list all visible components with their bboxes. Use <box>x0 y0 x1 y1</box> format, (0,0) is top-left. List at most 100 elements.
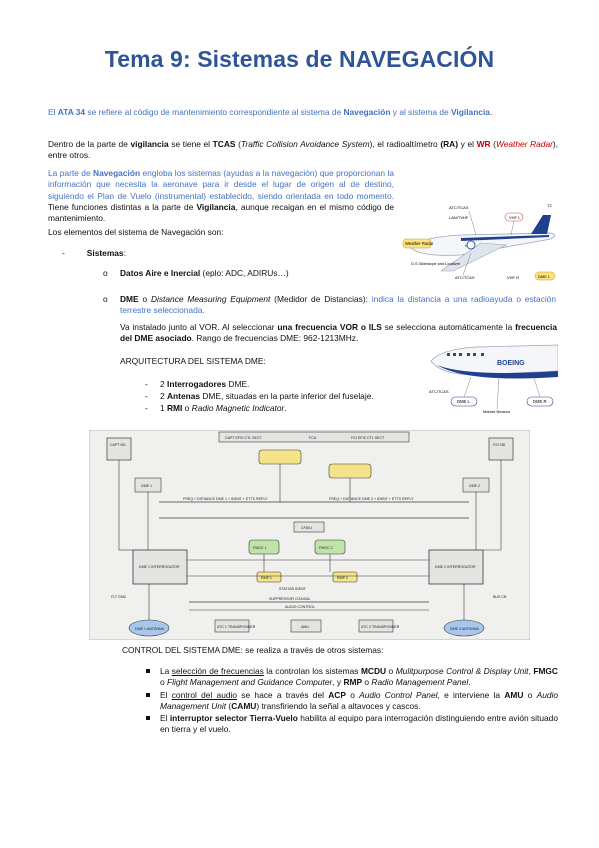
interrogator1-label: DME 1 INTERROGATOR <box>139 565 180 569</box>
fo-efis-label: F/O EFIS CTL SECT <box>351 436 385 440</box>
aircraft-antennas-image: B Weather Radar G.S Glideslope and Local… <box>401 193 559 283</box>
text: y el <box>458 139 477 149</box>
term: una frecuencia VOR o ILS <box>277 322 382 332</box>
freq-distance2-label: FREQ + DISTANCE DME 2 + IDENT + ETTS REP… <box>329 497 414 501</box>
label-lan-tvhf: LAN/TVHF <box>449 215 469 220</box>
amu-label: AMU <box>301 625 309 629</box>
arquitectura-title: ARQUITECTURA DEL SISTEMA DME: <box>120 356 266 366</box>
bus-cb-label: BUS CB <box>493 595 507 599</box>
text-blue: indica la distancia a una radioayuda o e… <box>120 294 557 316</box>
text: : <box>123 248 126 258</box>
text: o <box>138 294 151 304</box>
suppressor-label: SUPPRESSOR COAXIAL <box>269 597 311 601</box>
navegacion-paragraph: La parte de Navegación engloba los siste… <box>48 168 394 224</box>
term-ra: (RA) <box>440 139 459 149</box>
list-item: 2 Antenas DME, situadas en la parte infe… <box>145 390 374 402</box>
text: (eplo: ADC, ADIRUs…) <box>200 268 289 278</box>
audio-control-label: AUDIO CONTROL <box>285 605 315 609</box>
sistemas-item: - Sistemas: <box>62 248 126 258</box>
fmgc2-label: FMGC 2 <box>319 546 333 550</box>
vigilancia-paragraph: Dentro de la parte de vigilancia se tien… <box>48 139 558 162</box>
term-dme: DME <box>120 294 139 304</box>
term: vigilancia <box>130 139 169 149</box>
fo-nd-label: F/O ND <box>493 443 506 447</box>
label-dme-l: DME L <box>538 274 551 279</box>
intro-paragraph: El ATA 34 se refiere al código de manten… <box>48 107 558 118</box>
atc1-label: ATC 1 TRANSPONDER <box>217 625 256 629</box>
svg-text:B: B <box>465 243 468 248</box>
text: se selecciona automáticamente la <box>381 322 516 332</box>
term: Vigilancia <box>196 201 236 212</box>
term-navegacion: Navegación <box>343 107 391 117</box>
label-atc-tcas-b: ATC/TCAS <box>455 275 475 280</box>
label-vhf-r: VHF R <box>507 275 519 280</box>
list-item: 2 Interrogadores DME. <box>145 378 374 390</box>
fmgc1-label: FMGC 1 <box>253 546 267 550</box>
text: , aunque recaigan en el mismo código de … <box>48 201 394 224</box>
term-vigilancia: Vigilancia <box>451 107 490 117</box>
rmp2-label: RMP 2 <box>337 576 348 580</box>
antenna1-label: DME 1 ANTENNA <box>135 627 165 631</box>
fcu-label: FCU <box>309 436 317 440</box>
flt-gnd-label: FLT GND <box>111 595 126 599</box>
text: La parte de <box>48 168 94 178</box>
bullet-o: o <box>103 294 108 304</box>
term-italic: Traffic Collision Avoidance System <box>240 139 370 149</box>
arquitectura-list: 2 Interrogadores DME. 2 Antenas DME, sit… <box>145 378 374 414</box>
bullet-o: o <box>103 268 108 278</box>
text: ( <box>490 139 496 149</box>
label-marker-beacon: Marker Beacon <box>483 409 510 414</box>
term-tcas: TCAS <box>212 139 236 149</box>
label-dme-l: DME L <box>457 399 470 404</box>
elementos-line: Los elementos del sistema de Navegación … <box>48 227 224 237</box>
label-tc: TC <box>547 203 552 208</box>
label-dme-r: DME R <box>533 399 547 404</box>
dme2-top-label: DME 2 <box>469 484 480 488</box>
label-glideslope: G.S Glideslope and Localizer <box>411 262 461 266</box>
control-list: La selección de frecuencias la controlan… <box>145 666 558 737</box>
list-item: La selección de frecuencias la controlan… <box>145 666 558 689</box>
text: (Medidor de Distancias): <box>270 294 372 304</box>
atc2-label: ATC 2 TRANSPONDER <box>361 625 400 629</box>
dme-system-diagram: CAPT ND F/O ND CAPT EFIS CTL SECT FCU F/… <box>89 430 530 640</box>
term: Datos Aire e Inercial <box>120 268 201 278</box>
dme1-top-label: DME 1 <box>141 484 152 488</box>
control-title: CONTROL DEL SISTEMA DME: se realiza a tr… <box>122 645 384 655</box>
sistemas-label: Sistemas <box>86 248 124 258</box>
rmp1-label: RMP 1 <box>261 576 272 580</box>
term: Navegación <box>93 168 141 178</box>
label-atc-tcas: ATC/TCAS <box>429 389 449 394</box>
label-boeing: BOEING <box>497 360 525 367</box>
cfdiu-label: CFDIU <box>301 526 312 530</box>
text: El <box>48 107 58 117</box>
term: frecuencia del DME asociado <box>120 322 557 344</box>
page-title: Tema 9: Sistemas de NAVEGACIÓN <box>104 46 495 72</box>
station-ident-label: STATION IDENT <box>279 587 307 591</box>
text: y al sistema de <box>390 107 451 117</box>
text: se tiene el <box>168 139 213 149</box>
term-weather-radar: Weather Radar <box>495 139 553 149</box>
text: se refiere al código de mantenimiento co… <box>85 107 344 117</box>
dash: - <box>62 248 65 258</box>
label-vhf-l: VHF L <box>509 215 521 220</box>
list-item: 1 RMI o Radio Magnetic Indicator. <box>145 402 374 414</box>
text: Dentro de la parte de <box>48 139 131 149</box>
text: ), el radioaltímetro <box>369 139 441 149</box>
datos-aire-item: Datos Aire e Inercial (eplo: ADC, ADIRUs… <box>101 268 386 279</box>
text: . Rango de frecuencias DME: 962-1213MHz. <box>191 333 359 344</box>
text: . <box>489 107 493 117</box>
interrogator2-label: DME 2 INTERROGATOR <box>435 565 476 569</box>
dme-item: DME o Distance Measuring Equipment (Medi… <box>101 294 556 317</box>
text: Tiene funciones distintas a la parte de <box>48 201 197 212</box>
list-item: El control del audio se hace a través de… <box>145 690 558 713</box>
label-weather-radar: Weather Radar <box>405 241 434 246</box>
dme-paragraph-2: Va instalado junto al VOR. Al selecciona… <box>120 322 557 345</box>
text: ), entre otros. <box>48 139 559 161</box>
ata-code: ATA 34 <box>57 107 86 117</box>
list-item: El interruptor selector Tierra-Vuelo hab… <box>145 713 558 736</box>
freq-distance-label: FREQ + DISTANCE DME 1 + IDENT + ETTS REP… <box>183 497 268 501</box>
text: ( <box>235 139 241 149</box>
label-atc-tcas: ATC/TCAS <box>449 205 469 210</box>
text: Va instalado junto al VOR. Al selecciona… <box>120 322 278 332</box>
